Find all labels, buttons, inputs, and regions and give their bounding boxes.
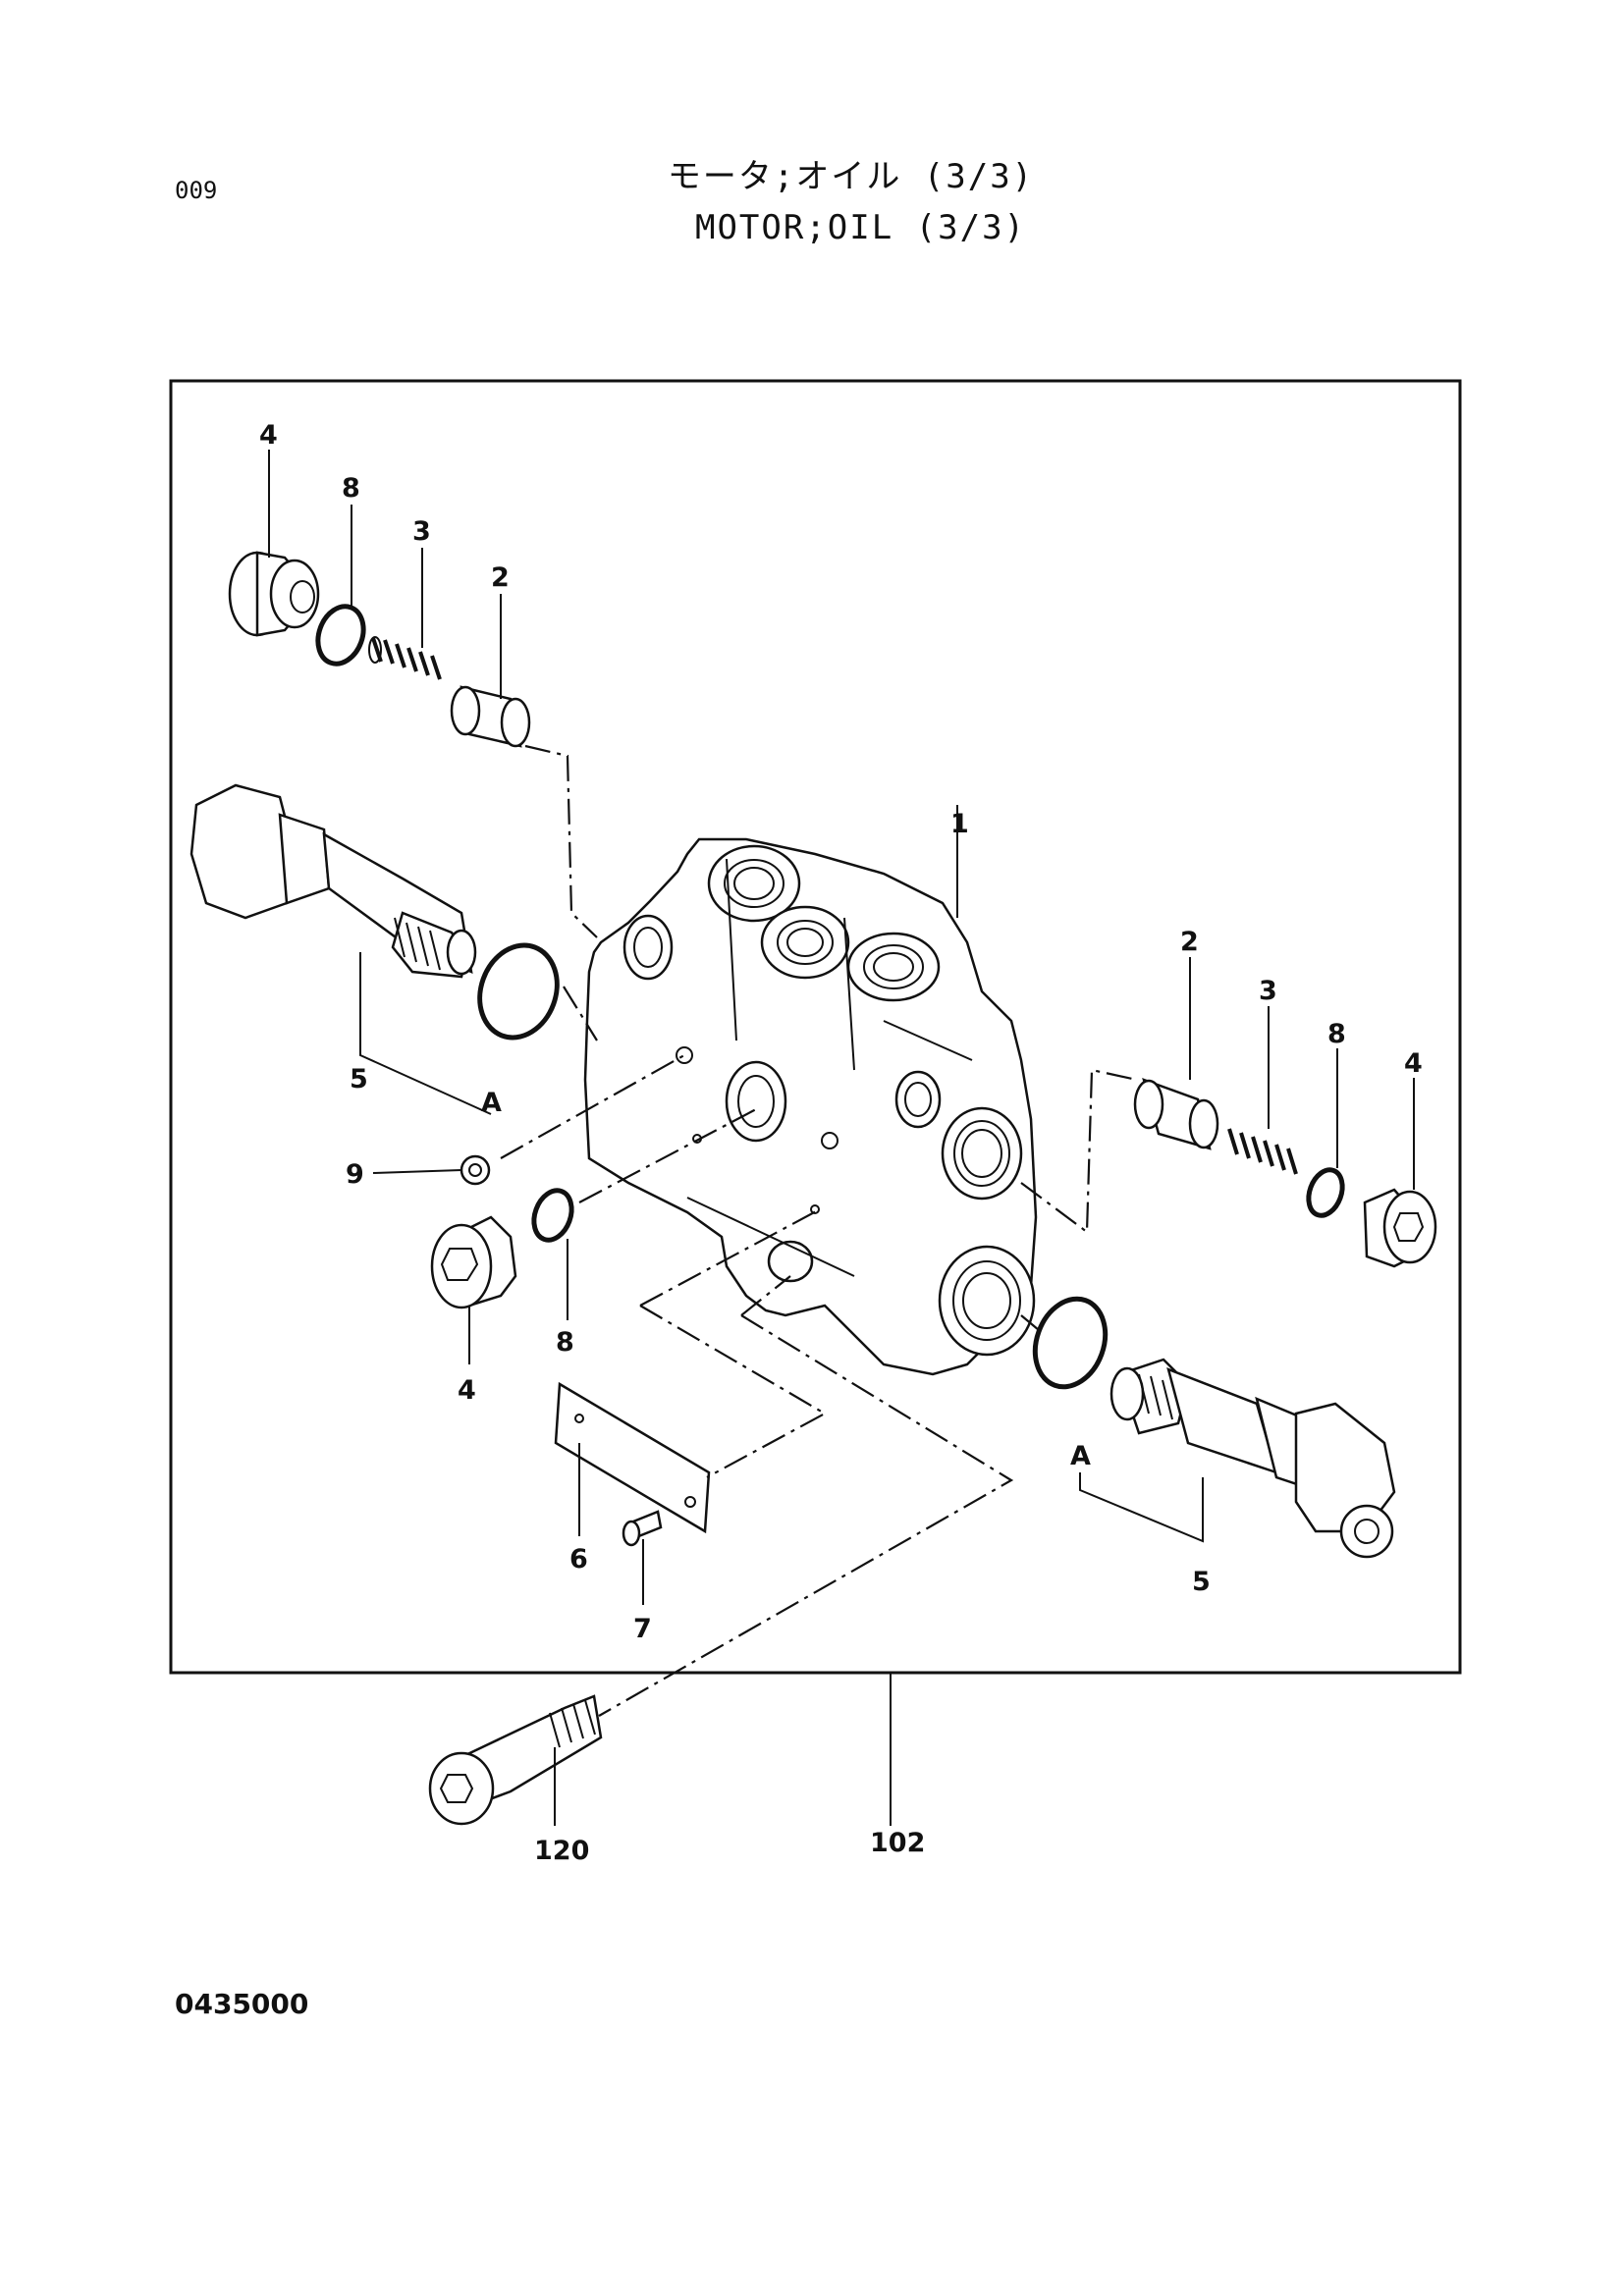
plug-part-9 — [460, 1154, 491, 1186]
callout-right-4: 4 — [1404, 1048, 1423, 1079]
poppet-part-2-top-left — [450, 685, 531, 748]
callout-bolt-120: 120 — [534, 1836, 589, 1866]
poppet-part-2-right — [1133, 1078, 1219, 1150]
o-ring-part-8-left — [531, 1188, 574, 1243]
title-english: MOTOR;OIL (3/3) — [694, 208, 1027, 247]
o-ring-part-A-right — [1032, 1296, 1109, 1390]
callout-left-5: 5 — [350, 1064, 368, 1095]
assembly-line-h — [598, 1275, 1014, 1717]
callout-right-5: 5 — [1192, 1567, 1211, 1597]
callout-right-8: 8 — [1327, 1019, 1346, 1049]
callout-tl-8: 8 — [342, 473, 360, 504]
relief-valve-part-5-left — [189, 783, 477, 979]
assembly-line-g — [639, 1208, 828, 1478]
plate-hole-left — [574, 1414, 584, 1423]
callout-right-3: 3 — [1259, 976, 1277, 1006]
assembly-line-c — [500, 1054, 685, 1159]
callout-screw-7: 7 — [633, 1614, 652, 1644]
callout-plate-6: 6 — [569, 1544, 588, 1575]
spring-part-3-top-left — [368, 636, 442, 680]
assembly-line-a — [524, 744, 598, 938]
document-code: 0435000 — [175, 1988, 309, 2020]
leader-left-5 — [359, 952, 492, 1115]
plug-part-4-top-left — [228, 551, 320, 637]
callout-tl-4: 4 — [259, 420, 278, 451]
callout-left-A: A — [481, 1088, 502, 1118]
callout-right-2: 2 — [1180, 927, 1199, 957]
callout-left-4: 4 — [458, 1375, 476, 1406]
socket-bolt-part-120 — [428, 1694, 603, 1826]
callout-top-1: 1 — [950, 809, 969, 839]
name-plate-part-6 — [554, 1381, 711, 1534]
o-ring-part-A-left — [477, 942, 560, 1041]
plate-hole-right — [684, 1496, 696, 1508]
assembly-line-b — [563, 986, 598, 1041]
title-japanese: モータ;オイル (3/3) — [667, 157, 1035, 196]
page-number: 009 — [175, 177, 218, 204]
relief-valve-part-5-right — [1109, 1358, 1396, 1559]
plug-part-4-left — [430, 1215, 517, 1309]
callout-assy-102: 102 — [870, 1828, 925, 1858]
leader-left-9 — [372, 1169, 462, 1174]
screw-part-7 — [622, 1510, 663, 1547]
spring-part-3-right — [1227, 1128, 1298, 1175]
callout-right-A: A — [1070, 1441, 1091, 1471]
callout-tl-3: 3 — [412, 516, 431, 547]
callout-left-9: 9 — [346, 1159, 364, 1190]
leader-right-5 — [1079, 1472, 1204, 1543]
o-ring-part-8-right — [1306, 1167, 1345, 1218]
plug-part-4-right — [1363, 1188, 1437, 1268]
assembly-line-d — [578, 1108, 757, 1203]
o-ring-part-8-top-left — [315, 604, 366, 667]
callout-left-8: 8 — [556, 1327, 574, 1358]
callout-tl-2: 2 — [491, 562, 510, 593]
assembly-line-f — [1020, 1314, 1040, 1331]
valve-body-part-1 — [583, 837, 1038, 1376]
assembly-line-e — [1020, 1068, 1138, 1235]
assembly-frame — [169, 379, 1462, 1675]
